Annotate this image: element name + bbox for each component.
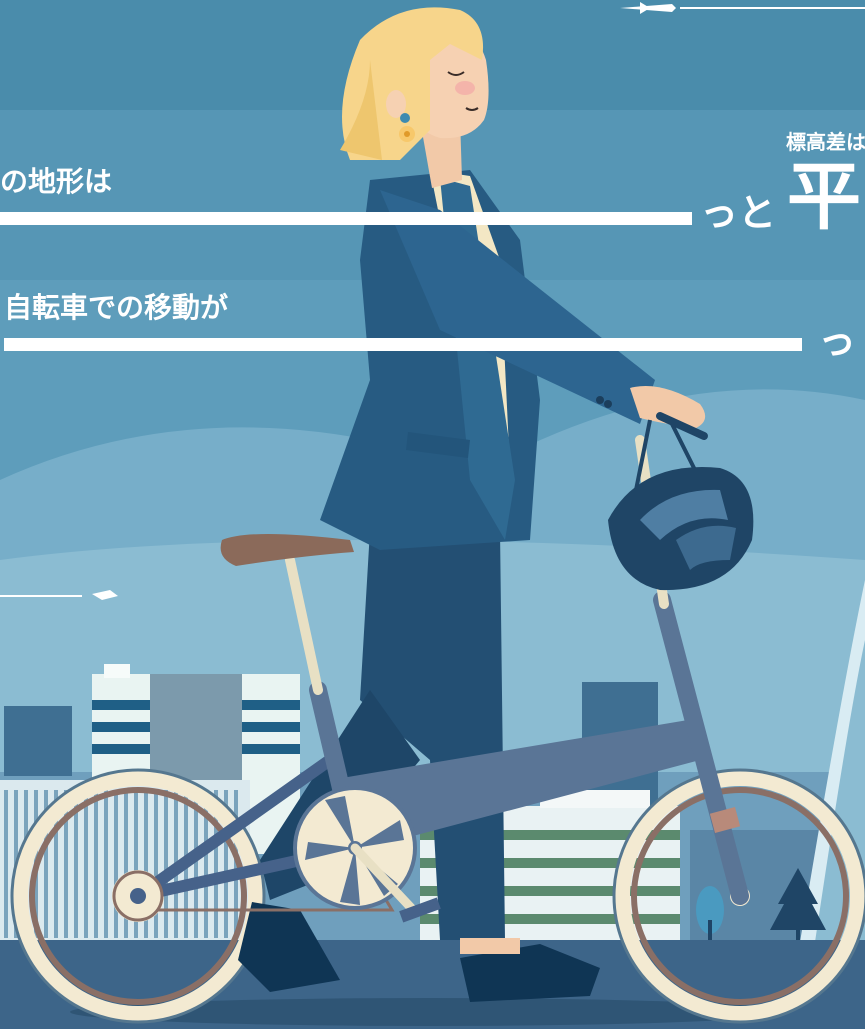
woman-figure <box>320 7 706 550</box>
front-wheel <box>612 768 865 1024</box>
headline-2-tail: っ <box>818 319 857 363</box>
crankset <box>293 786 441 923</box>
headline-underline-1 <box>0 212 692 225</box>
headline-1-small: 標高差は <box>786 130 865 154</box>
headline-2-lead: 自転車での移動が <box>4 291 229 324</box>
headline-1-lead: の地形は <box>0 165 113 198</box>
headline-1-big: 平 <box>787 154 861 240</box>
flower-earring-icon <box>400 113 410 123</box>
airplane-icon <box>620 2 865 14</box>
headline-1-tail: っと <box>700 191 777 235</box>
tree-icon <box>696 868 826 944</box>
headline-underline-2 <box>4 338 802 351</box>
helmet-icon <box>608 419 754 591</box>
bird-icon <box>0 590 118 600</box>
handlebar <box>656 412 708 440</box>
saddle <box>220 534 354 566</box>
